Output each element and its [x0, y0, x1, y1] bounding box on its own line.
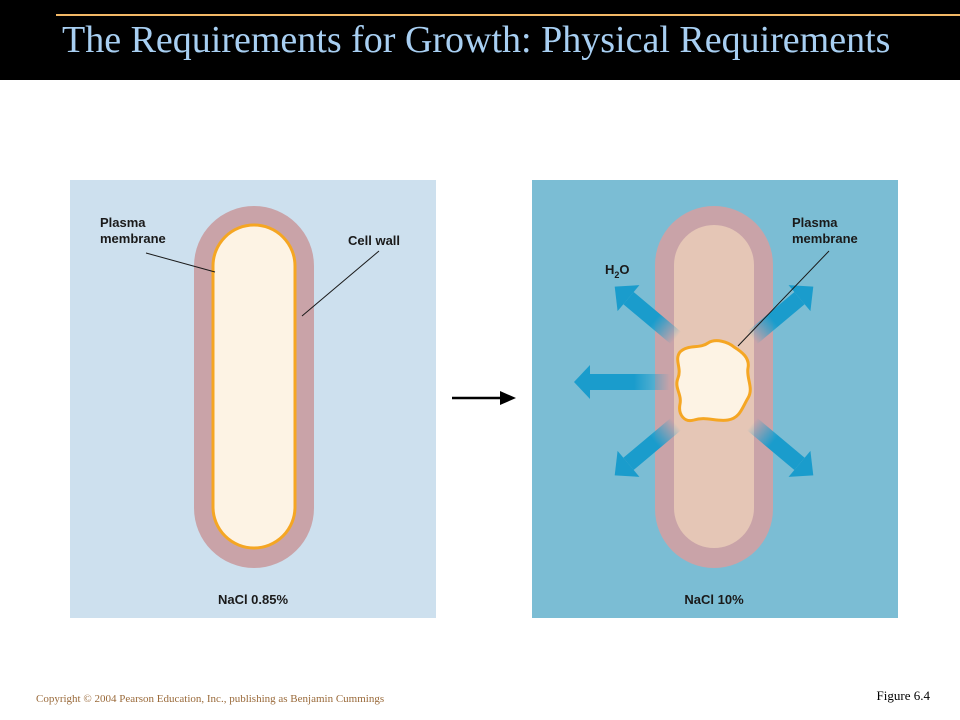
title-bar: The Requirements for Growth: Physical Re…: [0, 0, 960, 80]
title-rule: [56, 14, 960, 16]
plasma-membrane-leader-line: [145, 252, 216, 273]
plasma-membrane-label-right-line2: membrane: [792, 231, 858, 246]
figure-number: Figure 6.4: [876, 688, 930, 703]
cell-wall-leader-line: [301, 250, 380, 317]
isotonic-caption: NaCl 0.85%: [218, 592, 289, 607]
shrunken-protoplast: [675, 339, 752, 423]
hypertonic-panel: H2O Plasma membrane NaCl 10%: [532, 180, 898, 618]
plasma-membrane-label-line1: Plasma: [100, 215, 146, 230]
water-outflow-arrows: [574, 285, 814, 477]
cell-wall-label: Cell wall: [348, 233, 400, 248]
plasma-membrane-leader-line-right: [737, 250, 830, 347]
plasma-membrane-label-line2: membrane: [100, 231, 166, 246]
transition-arrow: [452, 391, 516, 405]
slide-title: The Requirements for Growth: Physical Re…: [62, 19, 891, 61]
cell-cytoplasm: [211, 223, 297, 550]
plasma-membrane-label-right-line1: Plasma: [792, 215, 838, 230]
copyright-notice: Copyright © 2004 Pearson Education, Inc.…: [36, 693, 385, 705]
hypertonic-caption: NaCl 10%: [684, 592, 744, 607]
water-label: H2O: [605, 262, 630, 280]
isotonic-panel: Plasma membrane Cell wall NaCl 0.85%: [70, 180, 436, 618]
